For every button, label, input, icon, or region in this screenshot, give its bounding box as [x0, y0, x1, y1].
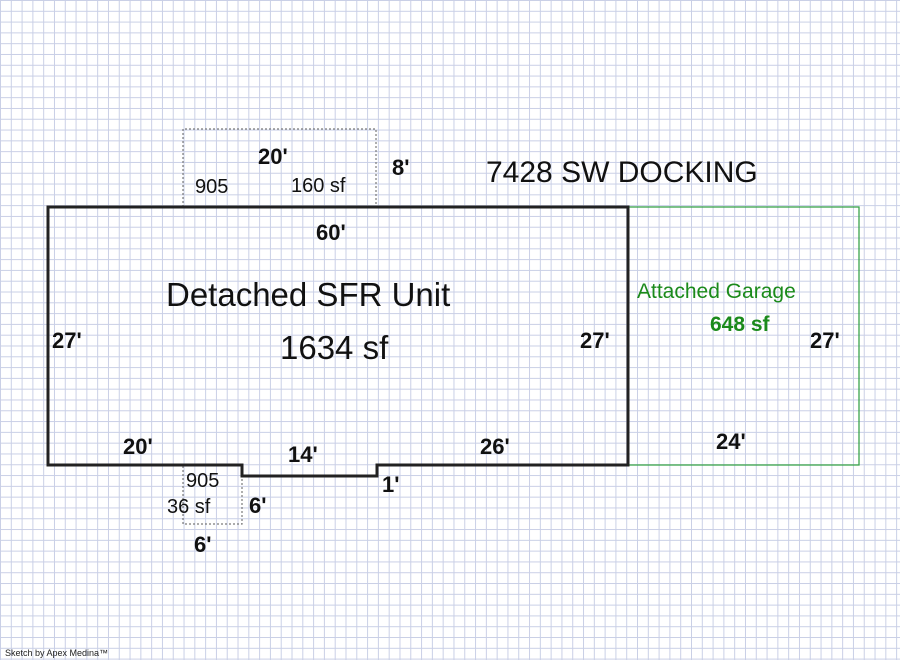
- garage-name: Attached Garage: [637, 280, 796, 303]
- top-addon-area: 160 sf: [291, 175, 346, 197]
- bottom-notch-dimension: 14': [288, 442, 318, 467]
- top-addon-width-label: 20': [258, 144, 288, 169]
- bottom-addon-code: 905: [186, 470, 219, 492]
- main-unit-area: 1634 sf: [280, 329, 389, 366]
- bottom-right-dimension: 26': [480, 434, 510, 459]
- bottom-addon-depth-label: 6': [249, 493, 266, 518]
- main-unit-outline: [46, 205, 630, 478]
- notch-step-dimension: 1': [382, 472, 399, 497]
- property-title: 7428 SW DOCKING: [486, 156, 758, 189]
- top-addon-outline: [182, 128, 377, 207]
- main-right-dimension: 27': [580, 328, 610, 353]
- bottom-addon-area: 36 sf: [167, 496, 211, 518]
- garage-area: 648 sf: [710, 313, 771, 336]
- bottom-addon-outline: [182, 466, 243, 525]
- top-addon-depth-label: 8': [392, 155, 409, 180]
- main-unit-name: Detached SFR Unit: [166, 276, 450, 313]
- garage-bottom-dimension: 24': [716, 429, 746, 454]
- sketch-credit: Sketch by Apex Medina™: [5, 648, 108, 658]
- top-addon-code: 905: [195, 176, 228, 198]
- main-left-dimension: 27': [52, 328, 82, 353]
- bottom-left-dimension: 20': [123, 434, 153, 459]
- garage-right-dimension: 27': [810, 328, 840, 353]
- main-top-dimension: 60': [316, 220, 346, 245]
- bottom-addon-width-label: 6': [194, 532, 211, 557]
